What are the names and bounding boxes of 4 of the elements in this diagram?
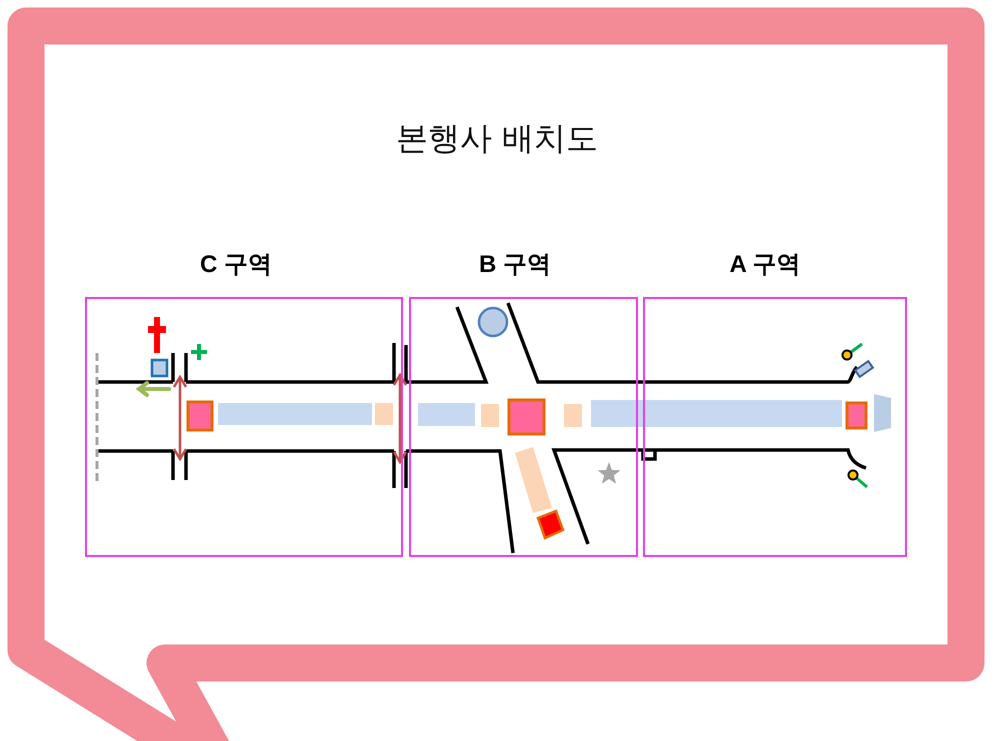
title: 본행사 배치도 — [396, 119, 598, 157]
zone-heading: B 구역 — [479, 250, 551, 280]
zone-heading: C 구역 — [200, 250, 272, 280]
zone-heading: A 구역 — [729, 250, 801, 280]
